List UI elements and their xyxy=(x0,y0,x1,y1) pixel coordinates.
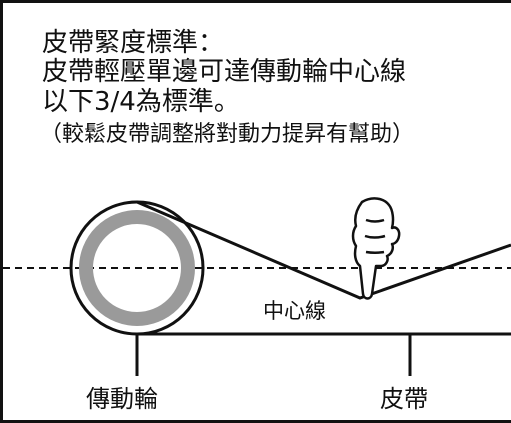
pressing-hand-icon xyxy=(351,197,401,300)
centerline-label: 中心線 xyxy=(263,299,326,323)
title-line: 皮帶緊度標準： xyxy=(42,28,225,58)
pulley-label: 傳動輪 xyxy=(86,385,158,413)
instruction-line-1: 皮帶輕壓單邊可達傳動輪中心線 xyxy=(42,57,407,87)
belt-label: 皮帶 xyxy=(380,385,428,413)
belt-upper-run xyxy=(136,200,511,300)
pulley-ring xyxy=(79,210,195,326)
instruction-line-2: 以下3/4為標準。 xyxy=(42,87,240,117)
note-line: （較鬆皮帶調整將對動力提昇有幫助） xyxy=(40,122,415,147)
